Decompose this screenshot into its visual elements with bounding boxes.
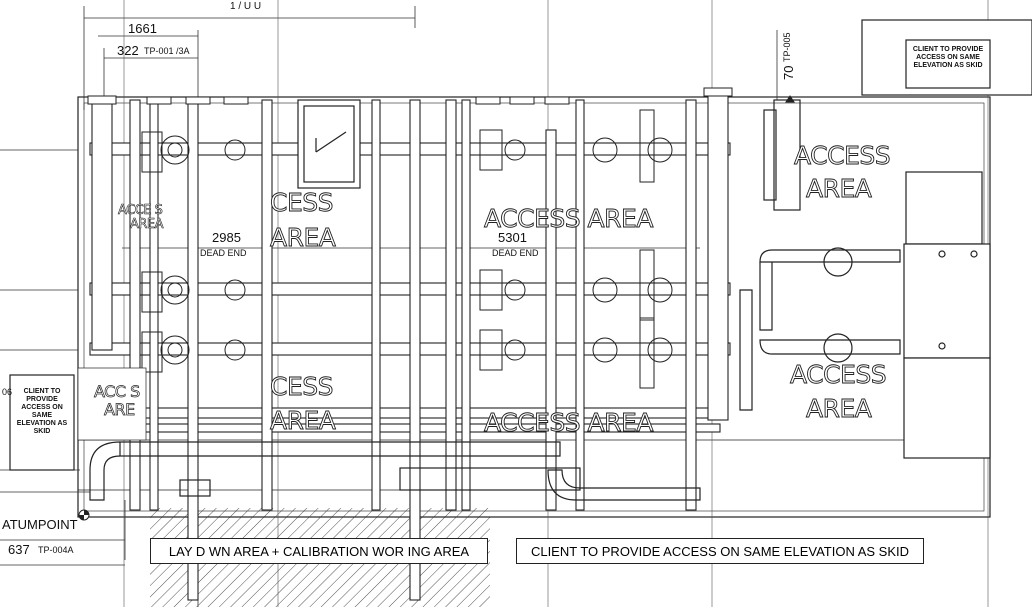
- right-manifold: [739, 99, 901, 411]
- client-access-bottom-banner: CLIENT TO PROVIDE ACCESS ON SAME ELEVATI…: [516, 538, 924, 564]
- access-area-right-bottom-area: AREA: [806, 394, 873, 423]
- elevation-arrow: [785, 95, 795, 103]
- left-edge-fragment: 06: [2, 387, 13, 397]
- dead-end-left-label: DEAD END: [200, 248, 247, 258]
- note-box-frames: [9, 19, 1032, 471]
- access-area-mid-2-access: CESS: [270, 372, 334, 401]
- dimension-5301: 5301: [498, 230, 527, 245]
- access-area-mid-1-area: AREA: [270, 223, 337, 252]
- right-equipment: [903, 171, 991, 459]
- tag-tp-005: TP-005: [782, 32, 792, 62]
- access-area-left-bottom-access: ACC S: [94, 382, 141, 401]
- datum-point-label: ATUMPOINT: [2, 517, 78, 532]
- access-area-left-small-access: ACCE S: [118, 203, 164, 218]
- dimension-322: 322: [117, 43, 139, 58]
- laydown-area-banner: LAY D WN AREA + CALIBRATION WOR ING AREA: [150, 538, 488, 564]
- dimension-1661: 1661: [128, 21, 157, 36]
- junction-box: [297, 99, 361, 189]
- access-area-center-top: ACCESS AREA: [484, 204, 654, 233]
- dead-end-right-label: DEAD END: [492, 248, 539, 258]
- access-area-left-small-area: AREA: [130, 217, 164, 232]
- top-cut-dimension: 1 / U U: [230, 1, 262, 12]
- valve-clusters: [141, 109, 673, 389]
- access-area-left-bottom-area: ARE: [104, 400, 136, 419]
- access-area-right-top-access: ACCESS: [794, 141, 892, 170]
- access-area-right-bottom-access: ACCESS: [790, 360, 888, 389]
- access-area-mid-2-area: AREA: [270, 406, 337, 435]
- vertical-pipes: [91, 89, 729, 601]
- client-access-note-left: CLIENT TO PROVIDE ACCESS ON SAME ELEVATI…: [16, 388, 68, 436]
- access-area-center-bottom: ACCESS AREA: [484, 408, 654, 437]
- dimension-2985: 2985: [212, 230, 241, 245]
- datum-point-marker: [78, 509, 90, 521]
- tag-tp-001: TP-001 /3A: [144, 46, 190, 56]
- access-area-mid-1-access: CESS: [270, 188, 334, 217]
- dimension-70: 70: [781, 65, 796, 80]
- flanges: [87, 87, 733, 105]
- bottom-loop-pipe: [89, 441, 701, 501]
- tag-tp-004a: TP-004A: [38, 545, 74, 555]
- dimension-637: 637: [8, 542, 30, 557]
- client-access-note-top-right: CLIENT TO PROVIDE ACCESS ON SAME ELEVATI…: [912, 46, 984, 70]
- access-area-right-top-area: AREA: [806, 174, 873, 203]
